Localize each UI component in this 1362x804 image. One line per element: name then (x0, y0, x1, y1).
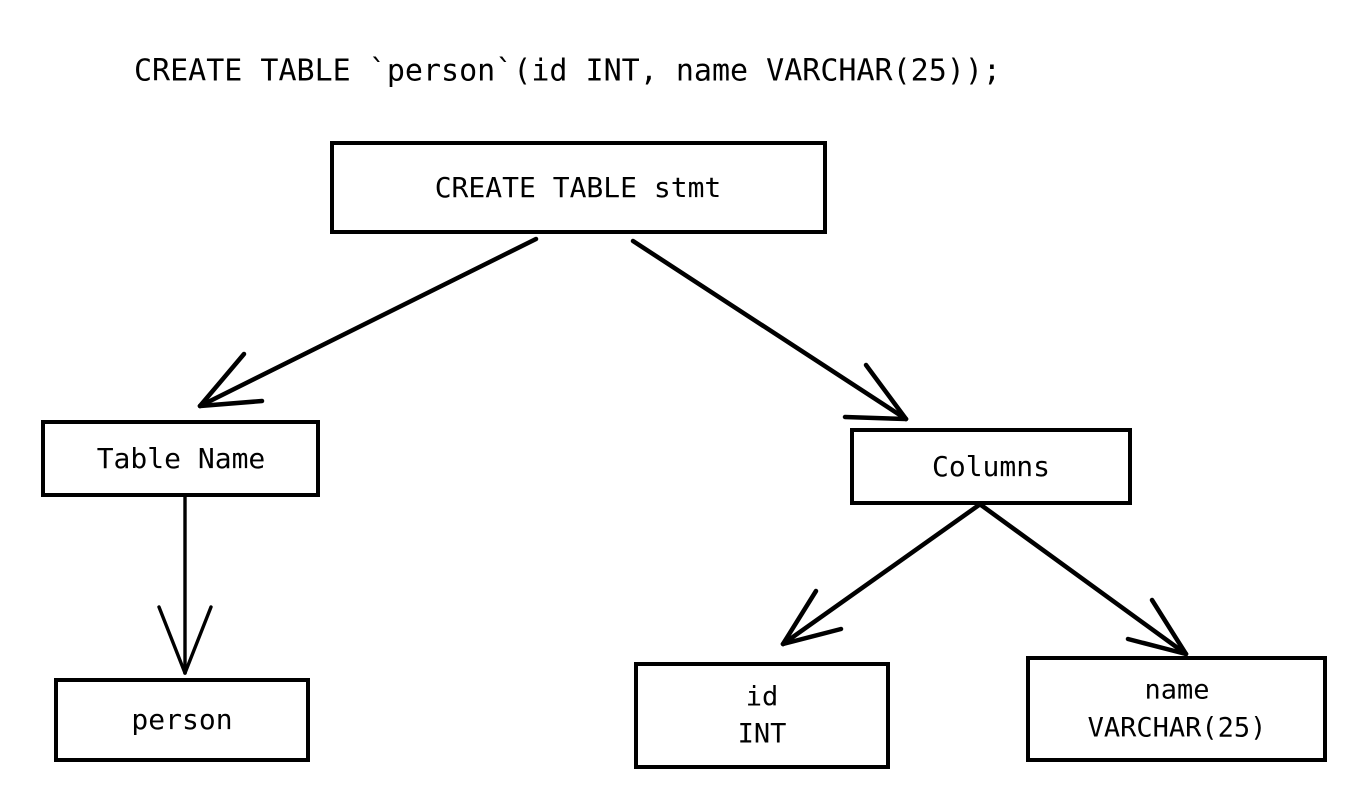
node-columns[interactable]: Columns (850, 428, 1132, 505)
node-create-table-stmt-label: CREATE TABLE stmt (435, 171, 722, 204)
edge-columns-to-col-name (978, 502, 1189, 657)
node-table-name-box[interactable] (41, 420, 320, 497)
node-create-table-stmt-box[interactable] (330, 141, 827, 234)
node-person-label: person (131, 703, 232, 736)
node-col-id-type-label: INT (738, 719, 787, 750)
edge-root-to-columns (630, 238, 909, 422)
node-create-table-stmt[interactable]: CREATE TABLE stmt (330, 141, 827, 234)
node-col-name-box[interactable] (1026, 656, 1327, 762)
node-person-box[interactable] (54, 678, 310, 762)
node-col-name-name-label: name (1144, 675, 1209, 706)
edge-columns-to-col-id (780, 502, 982, 647)
node-col-id-box[interactable] (634, 662, 890, 769)
node-table-name[interactable]: Table Name (41, 420, 320, 497)
edge-table-name-to-person (157, 495, 213, 675)
edge-root-to-table-name (197, 236, 539, 409)
node-columns-label: Columns (932, 450, 1050, 483)
node-col-name-type-label: VARCHAR(25) (1088, 713, 1267, 744)
node-col-id-name-label: id (746, 682, 779, 713)
node-columns-box[interactable] (850, 428, 1132, 505)
node-col-name[interactable]: name VARCHAR(25) (1026, 656, 1327, 762)
node-person[interactable]: person (54, 678, 310, 762)
sql-statement-caption: CREATE TABLE `person`(id INT, name VARCH… (134, 54, 1001, 89)
node-col-id[interactable]: id INT (634, 662, 890, 769)
node-table-name-label: Table Name (97, 442, 266, 475)
